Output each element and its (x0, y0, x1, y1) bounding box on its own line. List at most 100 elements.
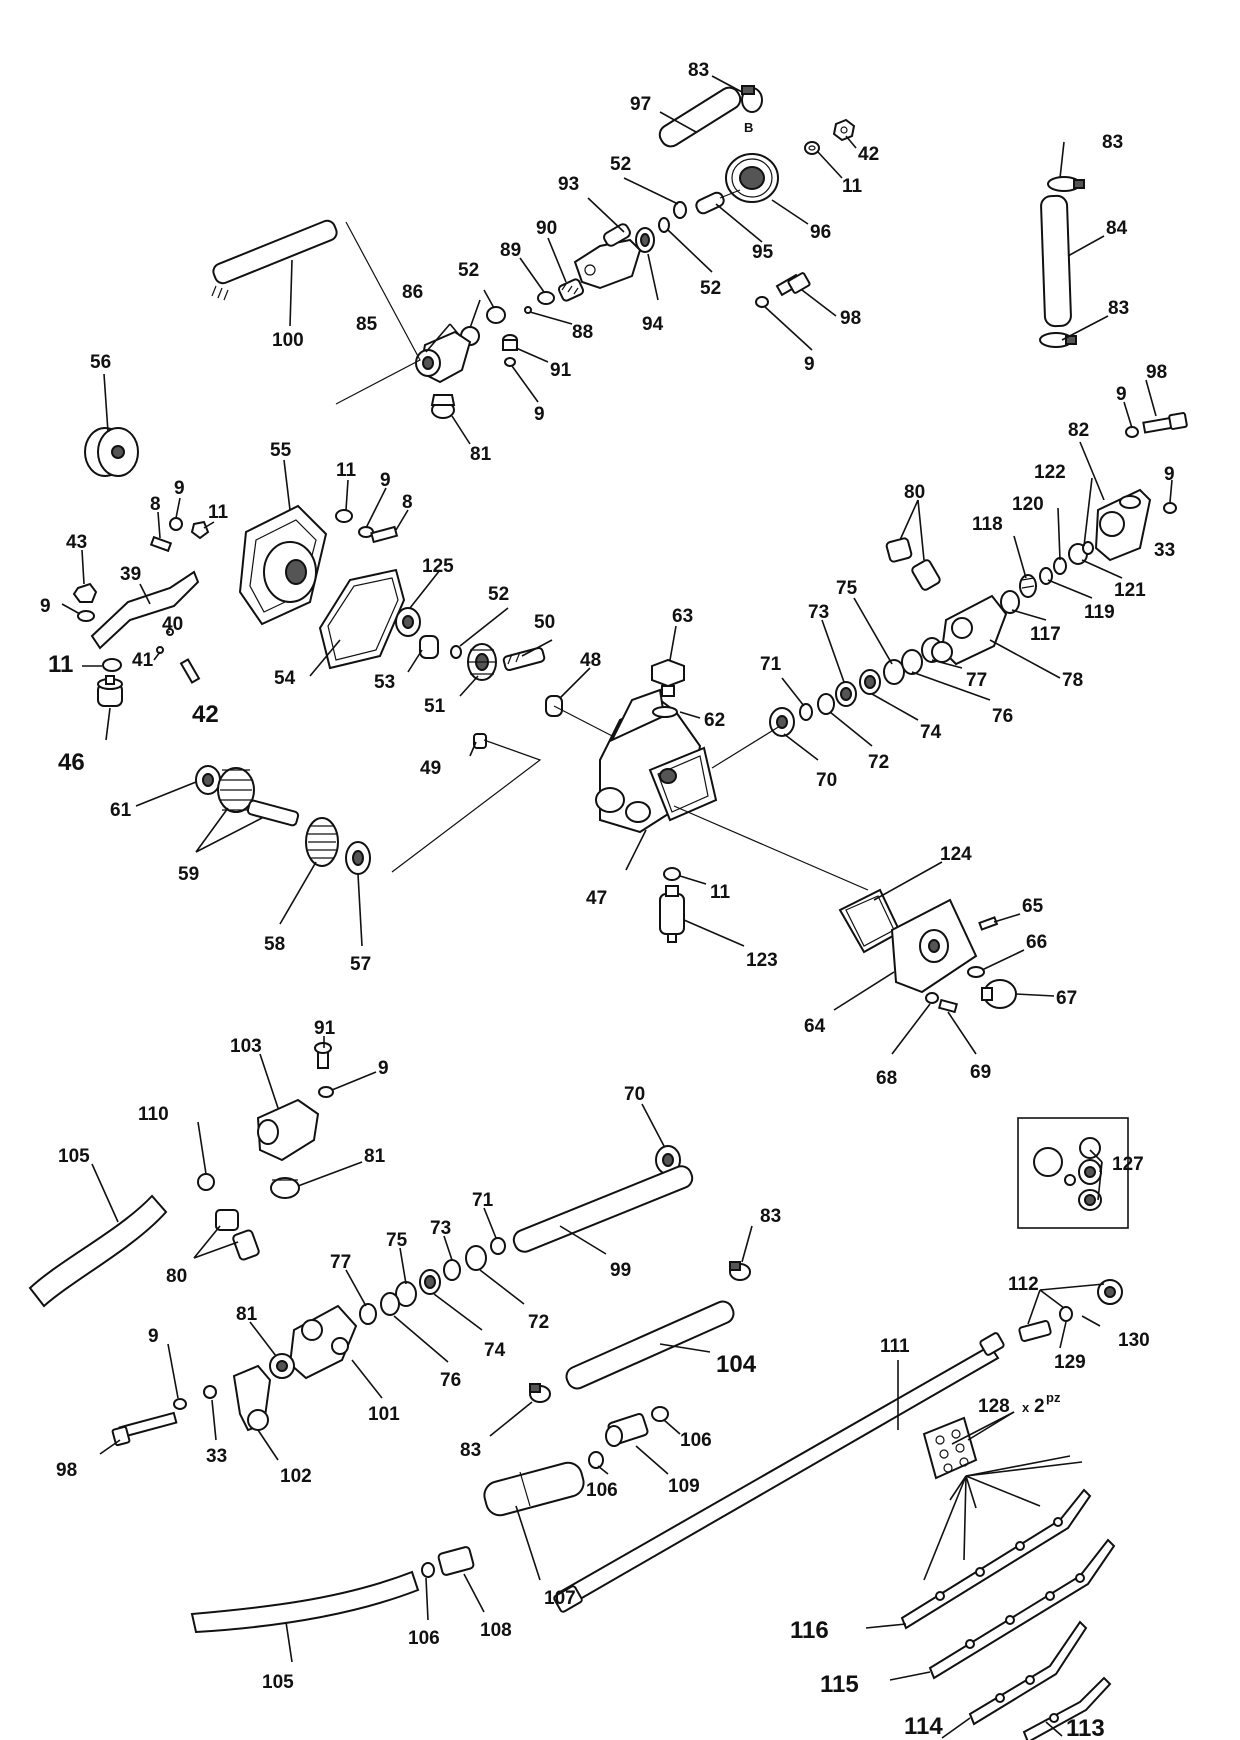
label-9: 9 (534, 404, 545, 425)
part-83-clamp (741, 85, 763, 113)
label-33: 33 (206, 1446, 227, 1467)
label-63: 63 (672, 606, 693, 627)
part-83-clamp (1047, 176, 1085, 192)
part-42-screw (179, 658, 201, 684)
part-9-washer (1125, 426, 1139, 438)
part-98-bolt (111, 1411, 178, 1447)
part-65-screw (978, 916, 999, 931)
part-49-pin (473, 733, 487, 749)
label-11: 11 (48, 651, 73, 678)
part-71-ring (490, 1237, 506, 1255)
label-93: 93 (558, 174, 579, 195)
label-89: 89 (500, 240, 521, 261)
part-82-valve-head (1094, 488, 1152, 562)
label-102: 102 (280, 1466, 312, 1487)
part-95-valve (695, 189, 741, 215)
part-47-pump-body (595, 688, 718, 834)
part-99-shaft (512, 1165, 694, 1253)
part-103-tee-body (256, 1098, 320, 1162)
part-130-cap (1097, 1279, 1123, 1305)
label-69: 69 (970, 1062, 991, 1083)
part-85-tee-body (415, 330, 472, 384)
label-112: 112 (1008, 1274, 1039, 1295)
part-124-gasket (838, 888, 902, 954)
label-46: 46 (58, 749, 85, 776)
part-73-seal (835, 681, 857, 707)
label-B: B (744, 120, 753, 135)
part-8-bolt (370, 525, 399, 544)
part-104-hose (565, 1300, 735, 1390)
part-9-washer (169, 517, 183, 531)
part-84-hose (1040, 194, 1072, 328)
part-72-ring (817, 693, 835, 715)
part-123-filter (659, 885, 685, 943)
part-106-ring (588, 1451, 604, 1469)
label-39: 39 (120, 564, 141, 585)
part-54-gasket (318, 568, 406, 670)
part-56-pulley (84, 427, 139, 477)
label-33: 33 (1154, 540, 1175, 561)
part-9-washer (318, 1086, 334, 1098)
label-125: 125 (422, 556, 454, 577)
label-76: 76 (992, 706, 1013, 727)
label-73: 73 (430, 1218, 451, 1239)
part-58-gear (305, 817, 339, 867)
label-86: 86 (402, 282, 423, 303)
label-114: 114 (904, 1713, 943, 1740)
label-56: 56 (90, 352, 111, 373)
label-9: 9 (148, 1326, 159, 1347)
part-9-washer (358, 526, 374, 538)
label-9: 9 (174, 478, 185, 499)
part-11-washer (190, 520, 210, 540)
label-62: 62 (704, 710, 725, 731)
label-51: 51 (424, 696, 446, 717)
label-98: 98 (56, 1460, 77, 1481)
label-41: 41 (132, 650, 154, 671)
label-52: 52 (488, 584, 509, 605)
label-81: 81 (470, 444, 492, 465)
label-83: 83 (1102, 132, 1123, 153)
label-9: 9 (1116, 384, 1127, 405)
part-107-filter (483, 1461, 585, 1517)
part-110-oring (197, 1173, 215, 1191)
label-42: 42 (192, 701, 219, 728)
label-40: 40 (162, 614, 183, 635)
part-80-fitting (232, 1229, 260, 1261)
label-74: 74 (484, 1340, 506, 1361)
label-43: 43 (66, 532, 87, 553)
label-9: 9 (804, 354, 815, 375)
part-105-hose (190, 1570, 420, 1634)
part-80-fitting (911, 559, 941, 591)
label-119: 119 (1084, 602, 1115, 623)
part-106-ring (651, 1406, 669, 1422)
part-109-fitting (605, 1413, 649, 1447)
label-107: 107 (544, 1588, 576, 1609)
label-84: 84 (1106, 218, 1128, 239)
label-130: 130 (1118, 1330, 1150, 1351)
label-81: 81 (364, 1146, 386, 1167)
label-100: 100 (272, 330, 304, 351)
label-121: 121 (1114, 580, 1146, 601)
label-42: 42 (858, 144, 879, 165)
label-72: 72 (868, 752, 889, 773)
part-70-bearing (769, 707, 795, 737)
label-83: 83 (760, 1206, 781, 1227)
label-96: 96 (810, 222, 831, 243)
label-9: 9 (380, 470, 391, 491)
label-11: 11 (710, 882, 731, 903)
part-69-screw (938, 998, 958, 1014)
label-105: 105 (58, 1146, 90, 1167)
label-106: 106 (408, 1628, 440, 1649)
part-78-valve-block (931, 594, 1008, 666)
part-98-bolt (1142, 412, 1188, 434)
label-67: 67 (1056, 988, 1077, 1009)
label-76: 76 (440, 1370, 461, 1391)
label-108: 108 (480, 1620, 512, 1641)
label-98: 98 (1146, 362, 1167, 383)
leader-lines (61, 75, 1173, 1739)
label-103: 103 (230, 1036, 262, 1057)
part-81-nut (430, 394, 456, 419)
label-115: 115 (820, 1671, 859, 1698)
label-54: 54 (274, 668, 296, 689)
